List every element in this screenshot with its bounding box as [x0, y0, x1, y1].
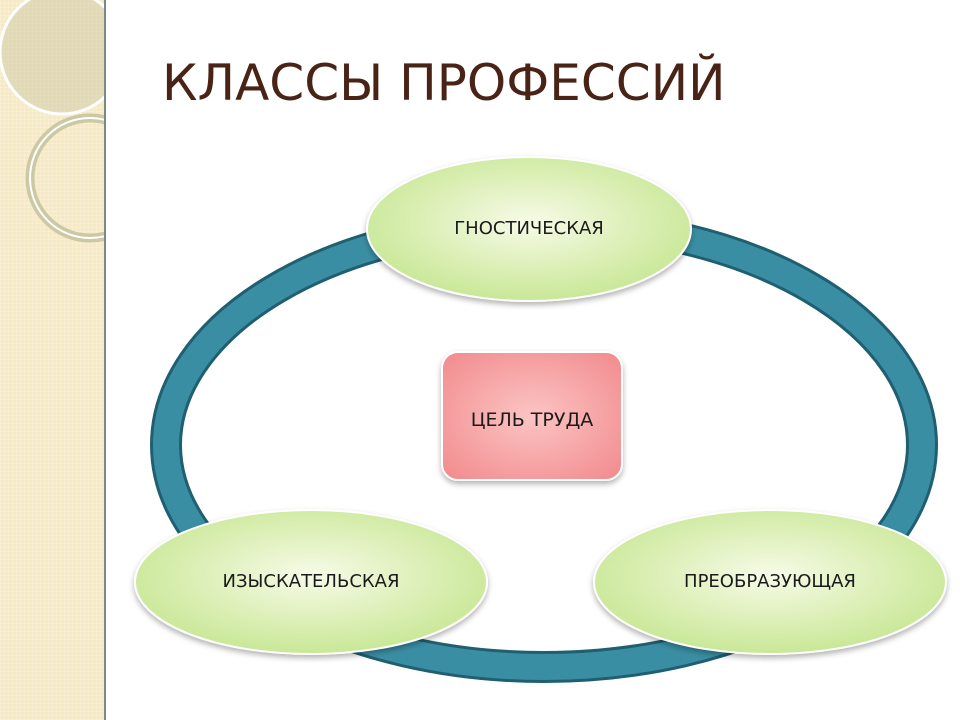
decorative-circles	[0, 0, 104, 243]
side-panel-divider	[104, 0, 106, 720]
node-label-exploratory: ИЗЫСКАТЕЛЬСКАЯ	[222, 571, 400, 593]
node-right-ellipse	[593, 509, 947, 655]
center-box	[441, 351, 623, 481]
page-title: КЛАССЫ ПРОФЕССИЙ	[162, 54, 726, 112]
node-top-ellipse	[366, 156, 692, 302]
center-label-work-goal: ЦЕЛЬ ТРУДА	[470, 408, 594, 431]
node-label-transforming: ПРЕОБРАЗУЮЩАЯ	[684, 571, 856, 593]
node-label-gnostic: ГНОСТИЧЕСКАЯ	[454, 218, 604, 240]
node-left-ellipse	[134, 509, 488, 655]
